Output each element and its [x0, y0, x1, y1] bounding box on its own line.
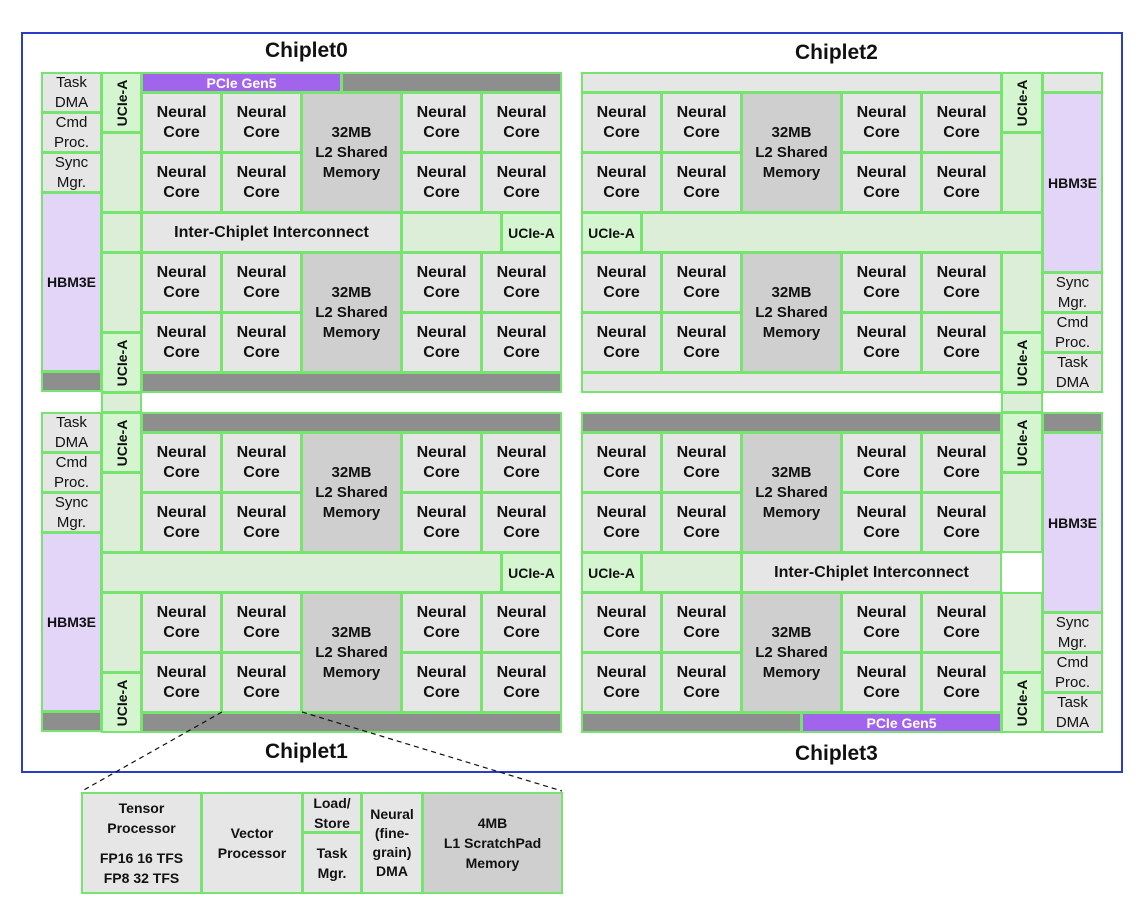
neural-core: Neural Core [661, 652, 742, 713]
interconnect-fabric [101, 132, 142, 213]
neural-core: Neural Core [401, 312, 482, 373]
hbm3e-block: HBM3E [1042, 92, 1103, 273]
chiplet1-title: Chiplet1 [265, 740, 348, 763]
chiplet3-title: Chiplet3 [795, 742, 878, 765]
pcie-gen5-block: PCIe Gen5 [801, 712, 1002, 733]
neural-core: Neural Core [141, 92, 222, 153]
neural-core: Neural Core [141, 592, 222, 653]
ucie-a-port: UCIe-A [581, 552, 642, 593]
hbm3e-block: HBM3E [1042, 432, 1103, 613]
sync-mgr-block: Sync Mgr. [1042, 272, 1103, 313]
l2-shared-memory: 32MB L2 Shared Memory [741, 252, 842, 373]
callout-line-right [301, 711, 563, 792]
callout-line-left [81, 711, 223, 792]
l2-shared-memory: 32MB L2 Shared Memory [741, 92, 842, 213]
neural-core: Neural Core [221, 92, 302, 153]
ucie-a-port: UCIe-A [1001, 672, 1043, 733]
neural-core: Neural Core [141, 312, 222, 373]
neural-core: Neural Core [581, 312, 662, 373]
bus-bar [141, 372, 562, 393]
cmd-proc-block: Cmd Proc. [1042, 652, 1103, 693]
vector-processor-block: Vector Processor [201, 792, 303, 894]
neural-core: Neural Core [841, 492, 922, 553]
neural-core: Neural Core [661, 152, 742, 213]
interconnect-fabric [101, 592, 142, 673]
neural-core: Neural Core [221, 312, 302, 373]
task-mgr-block: Task Mgr. [302, 832, 362, 894]
tensor-processor-block: Tensor Processor FP16 16 TFS FP8 32 TFS [81, 792, 202, 894]
neural-core: Neural Core [221, 492, 302, 553]
neural-core: Neural Core [481, 432, 562, 493]
interconnect-fabric [1001, 472, 1043, 553]
task-dma-block: Task DMA [41, 412, 102, 453]
neural-core: Neural Core [481, 152, 562, 213]
sync-mgr-block: Sync Mgr. [41, 152, 102, 193]
l2-shared-memory: 32MB L2 Shared Memory [301, 252, 402, 373]
neural-core: Neural Core [401, 152, 482, 213]
neural-core: Neural Core [921, 92, 1002, 153]
neural-core: Neural Core [841, 592, 922, 653]
neural-core: Neural Core [581, 652, 662, 713]
neural-core: Neural Core [141, 652, 222, 713]
tensor-processor-specs: FP16 16 TFS FP8 32 TFS [99, 850, 184, 886]
interconnect-fabric [1001, 252, 1043, 333]
ucie-a-port: UCIe-A [101, 672, 142, 733]
neural-core: Neural Core [401, 252, 482, 313]
chiplet0-title: Chiplet0 [265, 39, 348, 62]
ucie-a-port: UCIe-A [501, 212, 562, 253]
neural-core: Neural Core [841, 152, 922, 213]
neural-core: Neural Core [481, 592, 562, 653]
neural-core: Neural Core [841, 92, 922, 153]
neural-core: Neural Core [661, 312, 742, 373]
neural-core: Neural Core [581, 492, 662, 553]
neural-core: Neural Core [141, 432, 222, 493]
bus-bar [141, 712, 562, 733]
cmd-proc-block: Cmd Proc. [41, 112, 102, 153]
l2-shared-memory: 32MB L2 Shared Memory [741, 432, 842, 553]
neural-core: Neural Core [841, 252, 922, 313]
task-dma-block: Task DMA [41, 72, 102, 113]
hbm3e-block: HBM3E [41, 532, 102, 712]
neural-dma-block: Neural (fine- grain) DMA [361, 792, 423, 894]
neural-core: Neural Core [401, 652, 482, 713]
neural-core: Neural Core [581, 592, 662, 653]
l1-scratchpad-memory: 4MB L1 ScratchPad Memory [422, 792, 563, 894]
cmd-proc-block: Cmd Proc. [41, 452, 102, 493]
chiplet2-title: Chiplet2 [795, 41, 878, 64]
hbm3e-block: HBM3E [41, 192, 102, 372]
l2-shared-memory: 32MB L2 Shared Memory [301, 432, 402, 553]
neural-core: Neural Core [921, 252, 1002, 313]
package-outline [21, 32, 1123, 773]
interconnect-fabric [1001, 132, 1043, 213]
neural-core: Neural Core [921, 432, 1002, 493]
neural-core: Neural Core [481, 492, 562, 553]
ucie-a-port: UCIe-A [1001, 72, 1043, 133]
task-dma-block: Task DMA [1042, 692, 1103, 733]
neural-core: Neural Core [921, 312, 1002, 373]
tensor-processor-label: Tensor Processor [107, 800, 176, 836]
neural-core: Neural Core [581, 92, 662, 153]
neural-core: Neural Core [221, 432, 302, 493]
neural-core: Neural Core [141, 152, 222, 213]
neural-core: Neural Core [481, 312, 562, 373]
task-dma-block: Task DMA [1042, 352, 1103, 393]
neural-core: Neural Core [481, 652, 562, 713]
load-store-block: Load/ Store [302, 792, 362, 833]
neural-core: Neural Core [221, 152, 302, 213]
inter-chiplet-interconnect: Inter-Chiplet Interconnect [141, 212, 402, 253]
neural-core: Neural Core [401, 492, 482, 553]
